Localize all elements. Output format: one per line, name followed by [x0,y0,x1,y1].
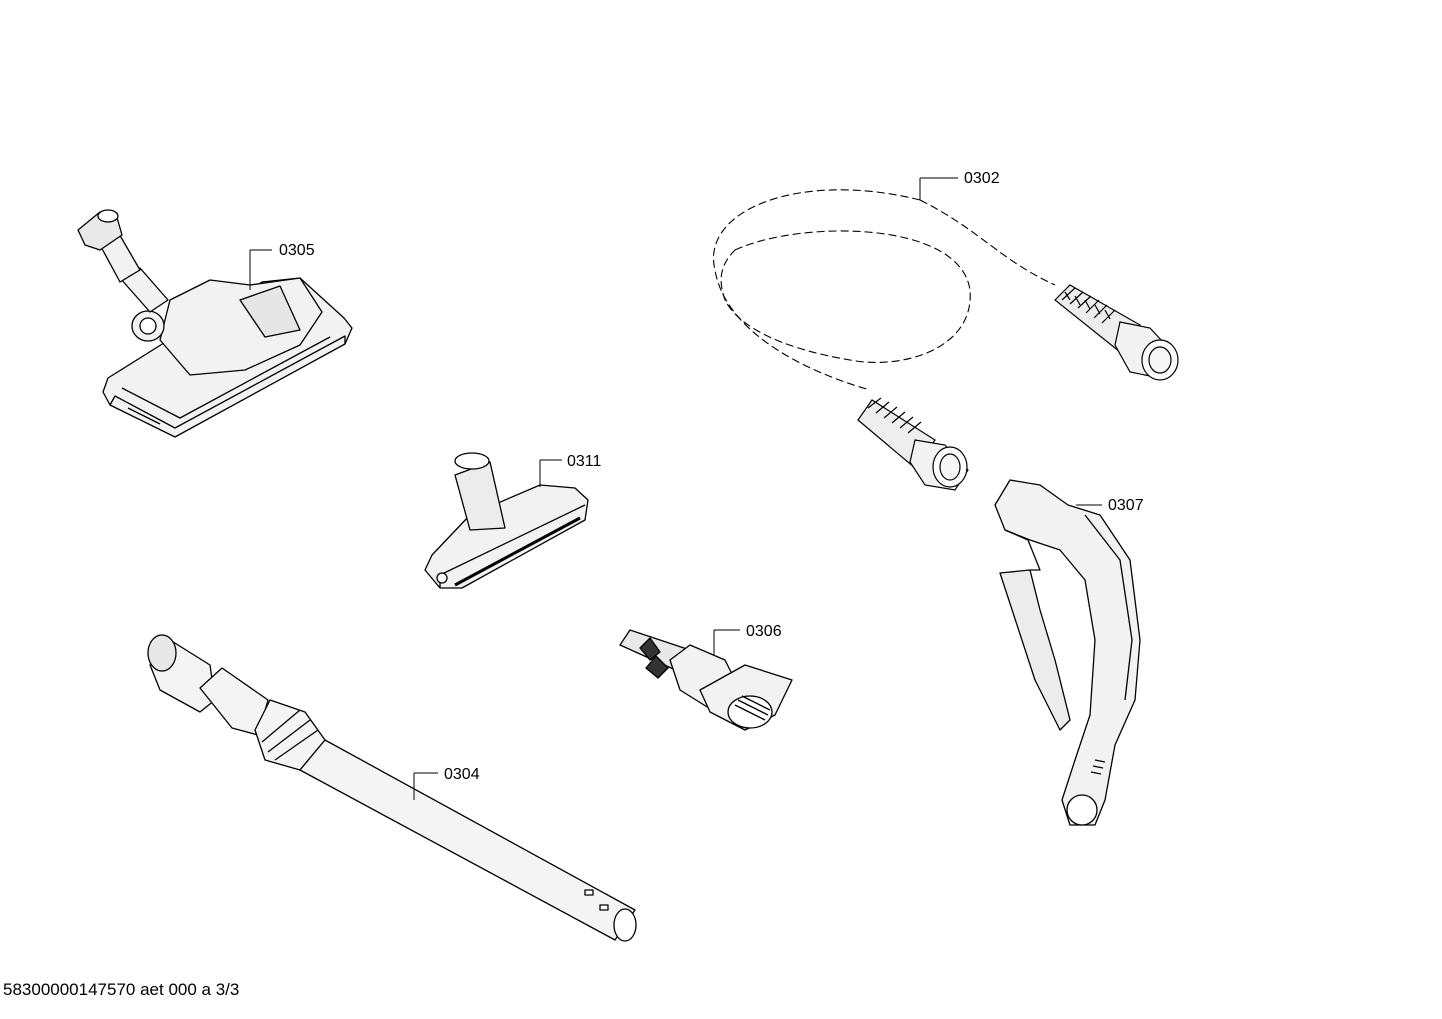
label-0307: 0307 [1108,497,1144,514]
hose-end-upper [1054,284,1179,381]
hose-part [712,189,1056,391]
label-0304: 0304 [444,766,480,783]
adapter-nozzle-part [619,629,793,731]
tube-part [147,634,637,942]
upholstery-nozzle-part [424,452,589,589]
label-0311: 0311 [567,453,602,470]
label-0302: 0302 [964,170,1000,187]
label-0306: 0306 [746,623,782,640]
handle-part [994,479,1141,826]
document-id-footer: 58300000147570 aet 000 a 3/3 [3,980,240,999]
floor-nozzle-part [77,209,353,438]
label-0305: 0305 [279,242,315,259]
hose-end-lower [857,397,969,491]
